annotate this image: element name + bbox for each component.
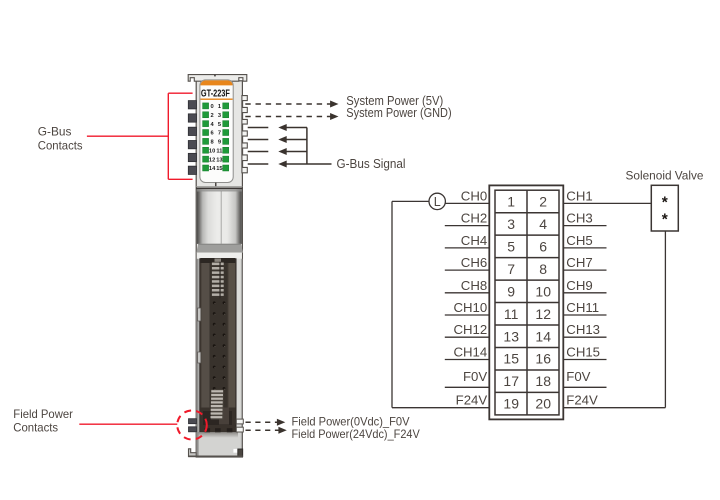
svg-text:11: 11 [216,148,222,154]
svg-text:GT-223F: GT-223F [201,88,230,99]
svg-text:3: 3 [218,113,221,119]
svg-text:5: 5 [507,238,515,254]
svg-text:13: 13 [216,157,222,163]
svg-text:14: 14 [535,328,551,344]
svg-text:19: 19 [503,396,519,412]
svg-text:F24V: F24V [456,393,488,408]
svg-text:7: 7 [507,261,515,277]
svg-text:15: 15 [216,166,222,172]
svg-text:7: 7 [218,131,221,137]
svg-text:CH14: CH14 [453,345,487,360]
svg-text:1: 1 [507,193,515,209]
svg-text:CH1: CH1 [566,188,592,203]
svg-text:CH8: CH8 [461,278,487,293]
svg-text:12: 12 [209,157,215,163]
svg-text:1: 1 [218,104,221,110]
svg-text:CH11: CH11 [566,300,599,315]
svg-text:9: 9 [507,283,515,299]
svg-text:10: 10 [209,148,215,154]
svg-text:G-Bus Signal: G-Bus Signal [337,157,406,171]
svg-text:6: 6 [211,131,214,137]
svg-text:*: * [662,211,669,228]
svg-text:G-Bus: G-Bus [38,125,72,139]
svg-text:F0V: F0V [463,369,487,384]
svg-text:6: 6 [539,238,547,254]
svg-text:Contacts: Contacts [38,139,83,153]
svg-text:CH6: CH6 [461,255,487,270]
svg-text:CH15: CH15 [566,345,600,360]
svg-text:8: 8 [211,140,214,146]
svg-text:System Power (GND): System Power (GND) [346,106,451,120]
svg-text:CH5: CH5 [566,233,592,248]
svg-text:11: 11 [504,306,519,322]
svg-text:CH9: CH9 [566,278,592,293]
svg-text:8: 8 [539,261,547,277]
svg-text:CH13: CH13 [566,322,600,337]
svg-text:15: 15 [503,351,519,367]
svg-text:17: 17 [503,373,519,389]
svg-text:F0V: F0V [566,369,590,384]
svg-text:CH7: CH7 [566,255,592,270]
svg-text:Contacts: Contacts [13,421,58,435]
svg-text:5: 5 [218,122,221,128]
svg-text:L: L [434,195,441,209]
svg-text:9: 9 [218,140,221,146]
svg-text:CH3: CH3 [566,211,592,226]
svg-text:CH10: CH10 [453,300,487,315]
svg-text:CH4: CH4 [461,233,487,248]
svg-text:4: 4 [539,216,547,232]
svg-text:Solenoid Valve: Solenoid Valve [626,169,704,183]
svg-text:12: 12 [535,306,551,322]
svg-text:13: 13 [503,328,519,344]
svg-text:18: 18 [535,373,551,389]
svg-text:16: 16 [535,351,551,367]
svg-text:*: * [662,194,669,211]
svg-text:CH12: CH12 [453,322,487,337]
svg-text:0: 0 [211,104,214,110]
svg-text:20: 20 [535,396,551,412]
svg-text:2: 2 [539,193,547,209]
svg-text:Field Power(24Vdc)_F24V: Field Power(24Vdc)_F24V [292,427,420,441]
svg-text:Field Power(0Vdc)_F0V: Field Power(0Vdc)_F0V [292,415,410,429]
svg-text:CH2: CH2 [461,211,487,226]
svg-text:4: 4 [211,122,215,128]
svg-text:3: 3 [507,216,515,232]
svg-text:Field Power: Field Power [13,407,73,421]
svg-text:CH0: CH0 [461,188,487,203]
svg-text:2: 2 [211,113,214,119]
svg-text:System Power (5V): System Power (5V) [346,94,443,108]
svg-text:F24V: F24V [566,393,598,408]
svg-text:10: 10 [535,283,551,299]
svg-text:14: 14 [209,166,216,172]
